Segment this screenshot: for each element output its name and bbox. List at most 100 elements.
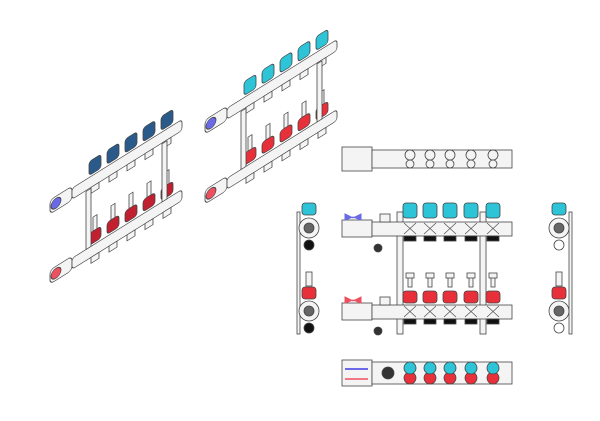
iso-outlet [126,229,136,242]
outlet-connector [464,235,478,242]
supply-drain-valve [373,243,383,253]
side-return-nut [303,322,315,334]
iso-supply-cap [142,121,156,142]
supply-cap [463,202,479,219]
iso-outlet [263,160,273,173]
outlet-cross [486,305,500,318]
outlet-cross [464,222,478,235]
bracket-right [479,211,487,335]
return-valve-handle-icon [344,296,362,304]
iso-return-cap [124,204,138,223]
flow-meter-knob [405,272,415,279]
return-cap [485,290,501,304]
iso-outlet [299,137,309,151]
iso-outlet [281,149,291,162]
supply-air-vent [379,213,391,223]
supply-cap [422,202,438,219]
left-side-view [296,202,320,335]
iso-supply-cap [243,74,257,95]
outlet-connector [443,318,457,325]
supply-cap [485,202,501,219]
side-supply-bore [303,222,315,234]
supply-cap [442,202,458,219]
iso-return-cap [297,113,311,132]
isometric-view-middle [204,30,338,203]
top-outlet-lower [445,159,455,169]
iso-outlet [90,251,100,265]
outlet-connector [486,235,500,242]
top-valve [341,146,373,172]
iso-outlet [162,206,172,220]
outlet-connector [464,318,478,325]
top-outlet-lower [405,159,415,169]
flow-meter-knob [488,272,498,279]
flow-meter-knob [425,272,435,279]
outlet-connector [486,318,500,325]
iso-outlet [144,147,154,161]
iso-outlet [108,240,118,253]
return-cap [402,290,418,304]
iso-return-cap [279,124,293,143]
iso-outlet [263,90,273,103]
outlet-connector [423,235,437,242]
side-flow-meter [555,271,563,287]
return-cap [422,290,438,304]
side-return-cap [551,286,567,300]
flow-meter-knob [445,272,455,279]
iso-outlet [299,67,309,81]
side-supply-bore [553,222,565,234]
side-supply-cap [301,202,317,216]
side-supply-nut [303,239,315,251]
supply-cap [402,202,418,219]
bottom-valve [341,359,373,387]
right-side-view [548,202,573,335]
side-flow-meter [305,271,313,287]
side-supply-cap [551,202,567,216]
iso-supply-handle [205,116,217,130]
bracket-left [396,211,404,335]
outlet-connector [403,235,417,242]
outlet-cross [423,305,437,318]
bottom-vent [381,366,395,380]
iso-return-cap [106,215,120,234]
iso-bracket-right [316,60,323,123]
top-outlet-lower [466,159,476,169]
iso-bracket-left [85,187,92,251]
top-outlet-lower [488,159,498,169]
return-air-vent [379,296,391,306]
bottom-supply-cap [486,361,500,375]
side-bracket [296,211,301,335]
iso-supply-cap [106,143,120,164]
iso-outlet [144,217,154,231]
iso-bracket-left [240,107,247,171]
outlet-connector [423,318,437,325]
top-outlet [444,149,456,161]
supply-manifold-bar [371,221,513,237]
front-view [341,202,513,336]
iso-outlet [281,79,291,92]
return-manifold-bar [371,304,513,320]
supply-ball-valve [341,219,373,238]
iso-supply-cap [160,110,174,130]
side-return-nut [553,322,565,334]
return-drain-valve [373,326,383,336]
outlet-cross [443,305,457,318]
return-ball-valve [341,302,373,321]
top-outlet-lower [425,159,435,169]
iso-supply-cap [88,154,102,175]
outlet-connector [443,235,457,242]
iso-supply-cap [315,30,329,50]
top-outlet [487,149,499,161]
outlet-cross [486,222,500,235]
iso-return-cap [142,193,156,212]
outlet-cross [464,305,478,318]
return-cap [463,290,479,304]
iso-return-handle [50,266,62,280]
iso-outlet [126,159,136,172]
isometric-view-left [49,110,183,283]
outlet-connector [403,318,417,325]
iso-return-handle [205,186,217,200]
supply-valve-handle-icon [344,213,362,221]
iso-supply-cap [279,52,293,73]
